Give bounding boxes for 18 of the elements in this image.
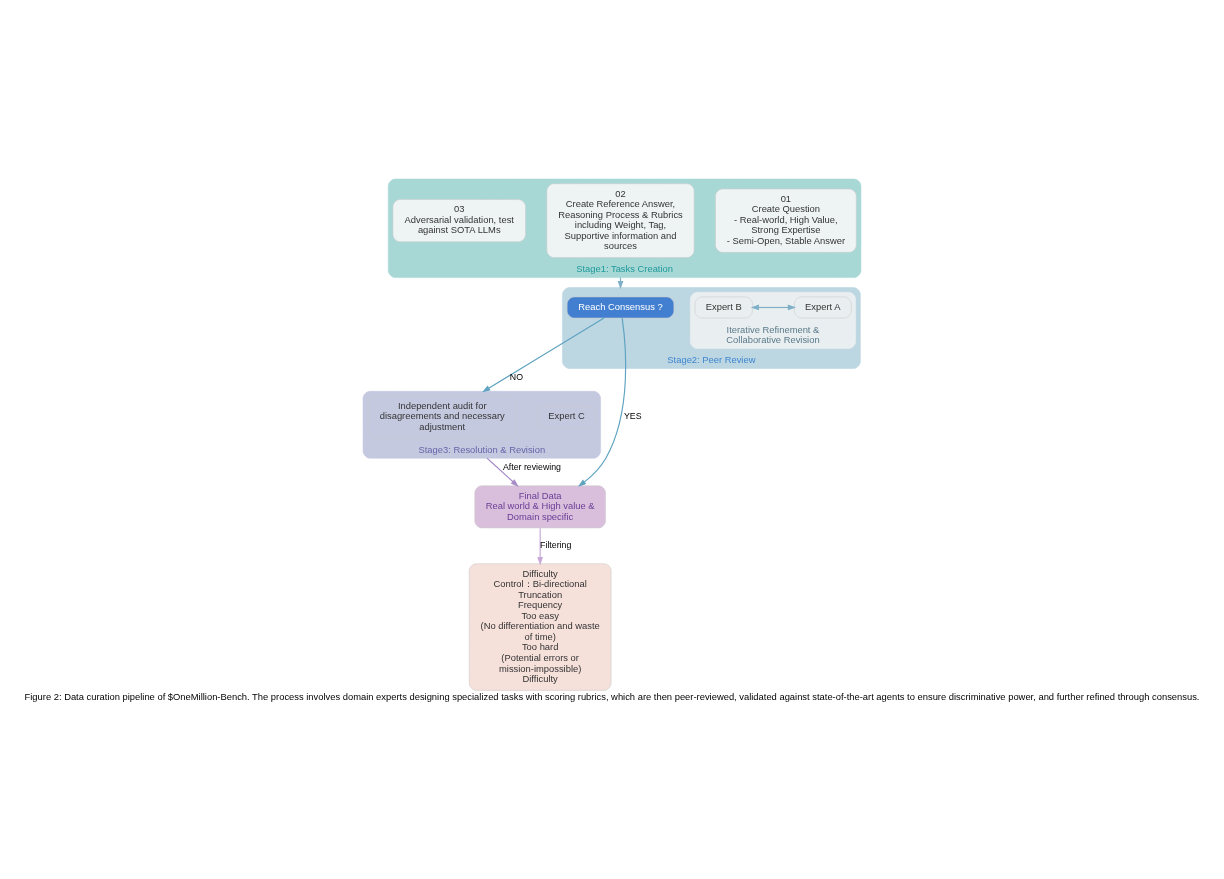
arrow bbox=[482, 316, 605, 392]
arrow bbox=[537, 527, 544, 565]
edge-label: NO bbox=[509, 371, 523, 382]
caption: Figure 2: Data curation pipeline of $OneMillion-Bench. The process involves domain experts designing specialized tasks with scoring rubrics, which are then peer-reviewed, validated against state-of-the-art agents to ensure discriminative power, and further refined through consensus. bbox=[24, 691, 1200, 702]
node-box: 01 Create Question - Real-world, High Value, Strong Expertise - Semi-Open, Stable Answer bbox=[715, 188, 857, 253]
node-box: Reach Consensus ? bbox=[566, 296, 675, 318]
arrow bbox=[750, 304, 797, 310]
node-box: Expert A bbox=[794, 296, 852, 318]
edge-label: YES bbox=[624, 410, 642, 421]
node-box: Expert B bbox=[694, 296, 753, 318]
node-box: 02 Create Reference Answer, Reasoning Process & Rubrics including Weight, Tag, Supportive information and sources bbox=[546, 182, 695, 258]
node-box: 03 Adversarial validation, test against SOTA LLMs bbox=[392, 198, 526, 242]
edge-label: After reviewing bbox=[502, 461, 561, 472]
node-box: Final Data Real world & High value & Domain specific bbox=[474, 484, 606, 528]
edge-label: Filtering bbox=[540, 539, 572, 550]
node-box: Difficulty Control：Bi-directional Truncation Frequency Too easy (No differentiation and waste of time) Too hard (Potential errors or mission-impossible) Difficulty bbox=[468, 562, 612, 691]
arrow bbox=[486, 457, 519, 487]
arrow bbox=[578, 317, 627, 487]
